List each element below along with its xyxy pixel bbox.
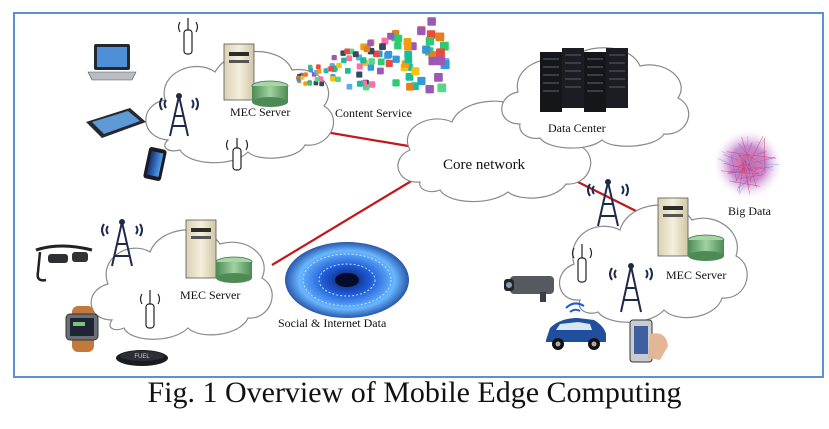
app-tile [411, 67, 419, 75]
app-tile [436, 56, 445, 65]
label-social-internet-data: Social & Internet Data [278, 316, 386, 331]
app-tile [330, 76, 335, 81]
app-tile [422, 46, 430, 54]
app-tile [368, 64, 375, 71]
antenna-icon-top [179, 18, 198, 54]
app-tile [394, 42, 401, 49]
app-tile [329, 66, 334, 71]
laptop-icon [88, 44, 136, 80]
app-tile [427, 17, 436, 26]
big-data-graph-icon [712, 128, 784, 200]
app-tile [417, 27, 425, 35]
app-tile [303, 81, 307, 85]
tablet-icon [86, 108, 146, 138]
app-tile [336, 63, 341, 68]
app-tile [346, 55, 352, 61]
label-core-network: Core network [443, 157, 525, 174]
cloud-left [91, 230, 272, 340]
app-tile [386, 60, 393, 67]
label-mec-server-top: MEC Server [230, 105, 290, 120]
label-big-data: Big Data [728, 204, 771, 219]
app-tile [426, 85, 434, 93]
app-tile [437, 84, 446, 93]
app-tile [336, 77, 341, 82]
app-tile [367, 40, 373, 46]
app-tile [379, 43, 386, 50]
app-tile [357, 63, 363, 69]
app-tile [347, 84, 353, 90]
app-tile [385, 51, 392, 58]
app-tile [315, 77, 320, 82]
app-tile [404, 43, 412, 51]
fitness-band-icon: FUEL [116, 350, 168, 366]
app-tile [344, 49, 350, 55]
app-tile [316, 64, 321, 69]
smartphone-icon [143, 146, 167, 181]
app-tile [406, 83, 414, 91]
smartwatch-icon [66, 306, 98, 352]
app-tile [357, 81, 363, 87]
app-tile [364, 46, 370, 52]
app-tile [377, 68, 384, 75]
label-content-service: Content Service [335, 106, 412, 121]
app-tile [392, 79, 399, 86]
app-tile [436, 33, 445, 42]
app-tile [356, 72, 362, 78]
app-tile [319, 76, 324, 81]
app-tile [429, 57, 438, 66]
handheld-phone-icon [630, 320, 668, 362]
app-tile [308, 81, 312, 85]
fitness-band-text: FUEL [134, 354, 150, 360]
app-tile [297, 77, 301, 81]
app-tile [360, 57, 366, 63]
app-tile [319, 81, 324, 86]
app-tile [378, 59, 385, 66]
app-tile [341, 58, 347, 64]
app-tile [368, 58, 375, 65]
app-tile [369, 81, 376, 88]
app-tile [393, 56, 400, 63]
app-tile [304, 72, 308, 76]
security-camera-icon [504, 276, 554, 302]
app-tile [426, 37, 434, 45]
app-tile [353, 51, 359, 57]
social-internet-data-icon [285, 242, 409, 318]
app-tile [436, 48, 445, 57]
app-tile [434, 73, 443, 82]
app-tile [309, 68, 313, 72]
cloud-right [560, 205, 748, 322]
figure-caption: Fig. 1 Overview of Mobile Edge Computing [0, 376, 829, 410]
app-tile [332, 55, 337, 60]
label-mec-server-right: MEC Server [666, 268, 726, 283]
app-tile [395, 35, 402, 42]
smart-glasses-icon [36, 246, 92, 280]
data-center-racks-icon [540, 48, 628, 112]
label-mec-server-left: MEC Server [180, 288, 240, 303]
app-tile [405, 56, 413, 64]
app-tile [317, 69, 322, 74]
app-tile [300, 76, 304, 80]
app-tile [345, 68, 351, 74]
label-data-center: Data Center [548, 121, 606, 136]
